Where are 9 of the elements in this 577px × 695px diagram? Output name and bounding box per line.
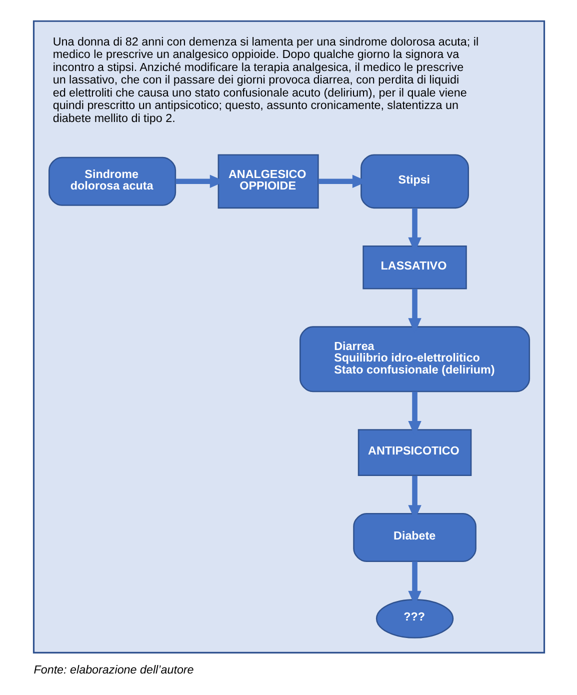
node-box: Stipsi — [360, 154, 469, 209]
node-ellipse: ??? — [375, 598, 454, 638]
node-box: Sindrome dolorosa acuta — [48, 156, 176, 206]
caption: Fonte: elaborazione dell’autore — [33, 664, 194, 677]
node-box: Diabete — [352, 512, 476, 562]
node-box: ANTIPSICOTICO — [357, 429, 472, 476]
node-box: LASSATIVO — [362, 246, 466, 290]
node-box: Diarrea Squilibrio idro-elettrolitico Stato confusionale (delirium) — [299, 326, 530, 392]
node-box: ANALGESICO OPPIOIDE — [217, 154, 318, 209]
